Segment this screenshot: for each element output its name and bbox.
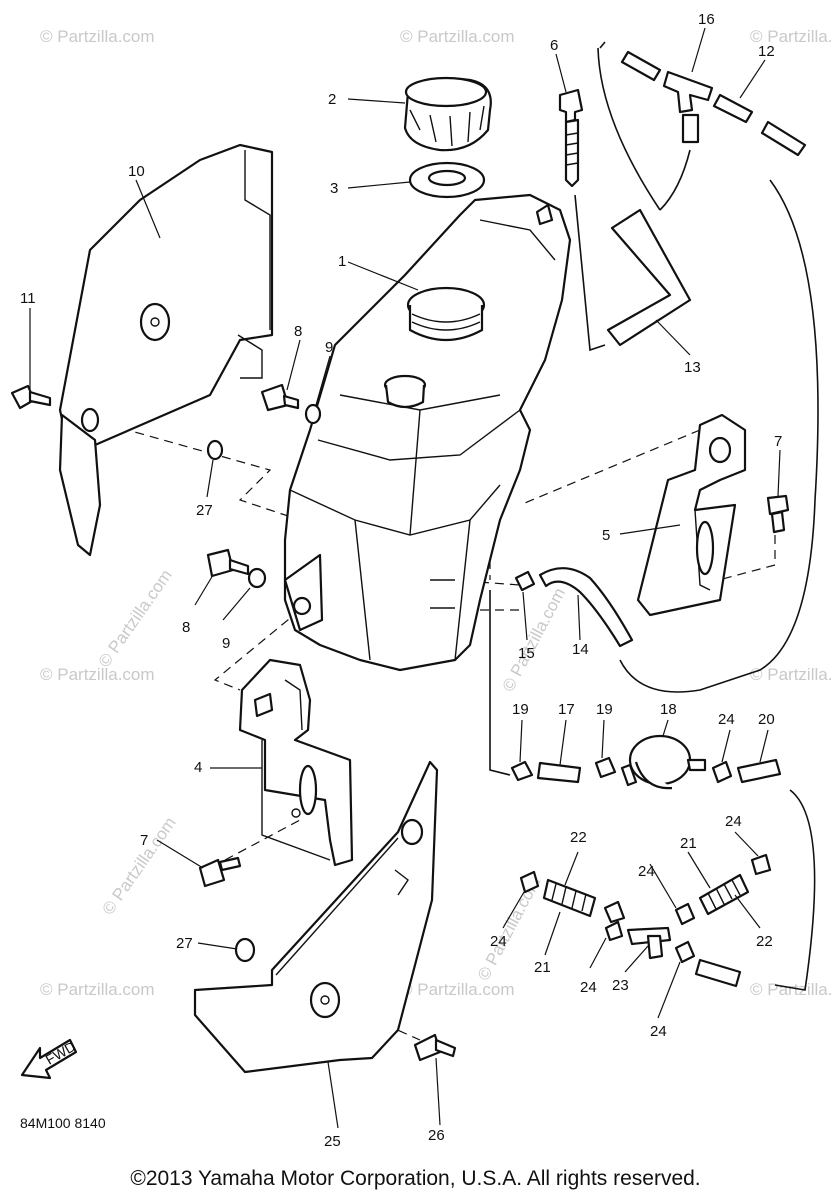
side-cover-upper xyxy=(58,143,274,557)
callout-21-left: 21 xyxy=(534,959,551,976)
callout-22-left: 22 xyxy=(570,829,587,846)
hose-14 xyxy=(538,567,634,648)
callout-24-bottom: 24 xyxy=(650,1023,667,1040)
callout-7-upper: 7 xyxy=(774,433,782,450)
callout-7-lower: 7 xyxy=(140,832,148,849)
fwd-arrow-icon: FWD xyxy=(20,1038,79,1080)
washer-9-upper xyxy=(304,403,322,425)
callout-16: 16 xyxy=(698,11,715,28)
watermark: © Partzilla.com xyxy=(499,585,570,695)
bolt-26 xyxy=(413,1033,457,1062)
watermark: © Partzilla.com xyxy=(400,27,515,46)
callout-24-left: 24 xyxy=(490,933,507,950)
washer-9-lower xyxy=(247,567,267,589)
callout-11: 11 xyxy=(20,290,36,307)
clamp-15 xyxy=(514,570,536,592)
fwd-label: FWD xyxy=(43,1038,79,1068)
callout-24-mid: 24 xyxy=(638,863,655,880)
callout-20: 20 xyxy=(758,711,775,728)
bolt-7-upper xyxy=(766,494,790,534)
parts-diagram: © Partzilla.com © Partzilla.com © Partzi… xyxy=(10,11,831,1150)
callout-19-left: 19 xyxy=(512,701,529,718)
fuel-tank xyxy=(283,193,572,672)
washer-27-lower xyxy=(234,937,256,963)
callout-24-top-right: 24 xyxy=(725,813,742,830)
diagram-code: 84M100 8140 xyxy=(20,1115,106,1131)
callout-10: 10 xyxy=(128,163,145,180)
callout-12: 12 xyxy=(758,43,775,60)
watermark: © Partzilla.com xyxy=(750,980,831,999)
callout-24-lower: 24 xyxy=(580,979,597,996)
filter-line xyxy=(510,734,782,790)
callout-3: 3 xyxy=(330,180,338,197)
callout-27-upper: 27 xyxy=(196,502,213,519)
watermark: © Partzilla.com xyxy=(40,27,155,46)
watermark: © Partzilla.com xyxy=(40,980,155,999)
callout-18: 18 xyxy=(660,701,677,718)
bolt-7-lower xyxy=(198,856,242,888)
callout-6: 6 xyxy=(550,37,558,54)
callout-9-lower: 9 xyxy=(222,635,230,652)
fuel-valve xyxy=(558,88,584,188)
hose-routing xyxy=(489,41,819,991)
callout-24-filter: 24 xyxy=(718,711,735,728)
callout-21-right: 21 xyxy=(680,835,697,852)
callout-9-upper: 9 xyxy=(325,339,333,356)
copyright-footer: ©2013 Yamaha Motor Corporation, U.S.A. A… xyxy=(130,1167,701,1190)
leader-lines xyxy=(29,27,781,1129)
callout-4: 4 xyxy=(194,759,202,776)
callout-23: 23 xyxy=(612,977,629,994)
bolt-8-lower xyxy=(206,548,250,578)
callout-5: 5 xyxy=(602,527,610,544)
watermark: © Partzilla.com xyxy=(95,566,176,671)
callout-19-right: 19 xyxy=(596,701,613,718)
callout-14: 14 xyxy=(572,641,589,658)
watermark: © Partzilla.com xyxy=(40,665,155,684)
watermark: © Partzilla.com xyxy=(750,27,831,46)
tee-fitting-16 xyxy=(662,70,714,114)
callout-26: 26 xyxy=(428,1127,445,1144)
vent-hose-13 xyxy=(606,208,692,347)
bracket-4 xyxy=(238,658,354,867)
callouts: 2 3 1 6 16 12 10 11 8 9 27 13 7 5 8 9 15… xyxy=(20,11,782,1150)
hoses-12 xyxy=(620,50,807,157)
callout-8-lower: 8 xyxy=(182,619,190,636)
callout-27-lower: 27 xyxy=(176,935,193,952)
callout-13: 13 xyxy=(684,359,701,376)
bolt-8-upper xyxy=(260,383,300,412)
bracket-5 xyxy=(636,413,747,617)
fuel-cap xyxy=(403,76,492,152)
callout-25: 25 xyxy=(324,1133,341,1150)
side-cover-lower xyxy=(193,760,439,1074)
callout-1: 1 xyxy=(338,253,346,270)
watermark: © Partzilla.com xyxy=(99,814,180,919)
callout-22-right: 22 xyxy=(756,933,773,950)
watermark: © Partzilla.com xyxy=(400,980,515,999)
watermark: © Partzilla.com xyxy=(750,665,831,684)
callout-15: 15 xyxy=(518,645,535,662)
fuel-fittings xyxy=(519,853,772,988)
callout-8-upper: 8 xyxy=(294,323,302,340)
cap-gasket xyxy=(408,161,486,199)
callout-17: 17 xyxy=(558,701,575,718)
bolt-11 xyxy=(10,384,52,410)
callout-2: 2 xyxy=(328,91,336,108)
washer-27-upper xyxy=(206,439,224,461)
